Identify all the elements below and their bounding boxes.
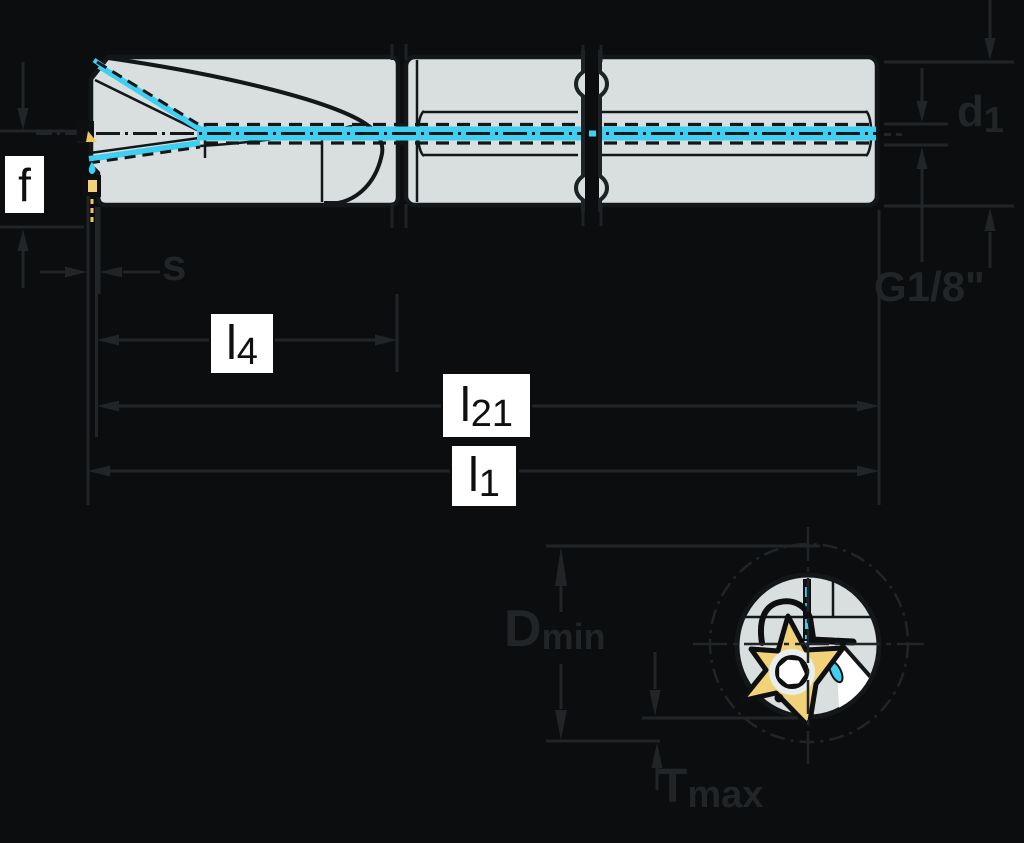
coolant-bore	[416, 110, 873, 157]
insert-tip-marker	[86, 131, 97, 142]
end-view	[693, 527, 924, 764]
dim-l21	[97, 400, 879, 412]
label-s: s	[162, 241, 187, 290]
insert-side-view	[86, 178, 99, 194]
coolant-droplet-icon	[88, 162, 96, 175]
coolant-channels	[88, 57, 877, 165]
dim-tmax	[642, 652, 798, 790]
insert-pocket	[77, 121, 101, 224]
dim-l1	[88, 465, 879, 477]
dim-dmin	[546, 544, 820, 743]
label-thread: G1/8"	[874, 263, 985, 310]
break-symbol	[573, 45, 610, 226]
dim-shank-top	[884, 0, 1014, 64]
torx-socket-icon	[779, 659, 805, 685]
dim-f	[0, 62, 84, 288]
dim-d1	[884, 68, 948, 262]
dim-l4	[97, 334, 397, 346]
dim-thread	[884, 204, 1014, 268]
side-view	[76, 44, 880, 228]
end-view-centerlines	[693, 527, 924, 764]
dim-extension-lines	[86, 207, 881, 505]
joint-ticks	[390, 44, 408, 228]
dim-s	[40, 196, 160, 294]
label-f: f	[5, 156, 44, 213]
